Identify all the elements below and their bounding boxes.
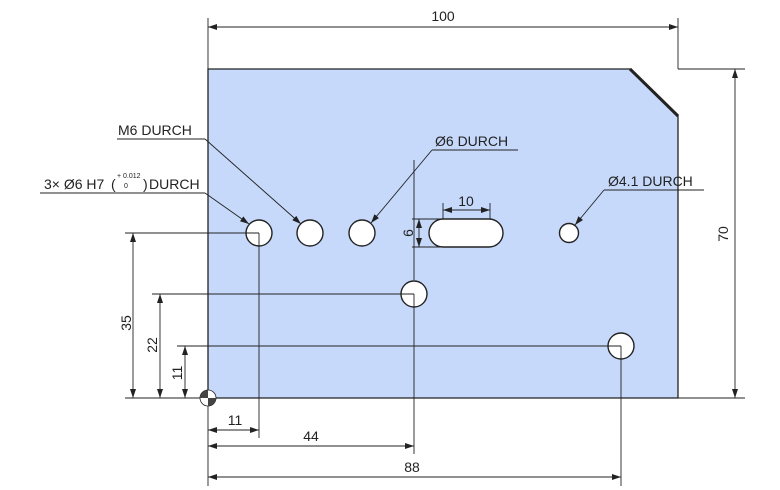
callout-dia41: Ø4.1 DURCH (608, 173, 693, 189)
paren-close: ) (143, 176, 148, 192)
dim-height: 70 (715, 226, 731, 242)
callout-h7: 3× Ø6 H7 ( + 0.012 0 ) DURCH (44, 173, 200, 192)
callout-dia6: Ø6 DURCH (435, 133, 508, 149)
dim-slot-width: 6 (400, 229, 416, 237)
slot (428, 218, 504, 248)
dim-y-22: 22 (144, 337, 160, 353)
dim-slot-length: 10 (458, 193, 474, 209)
callout-h7-tol-lower: 0 (124, 183, 128, 190)
callout-h7-suffix: DURCH (149, 176, 200, 192)
dim-x-88: 88 (404, 459, 420, 475)
dia6-hole (348, 219, 376, 247)
m6-hole (296, 219, 324, 247)
dim-y-35: 35 (118, 315, 134, 331)
origin-symbol (199, 389, 217, 407)
dia41-hole (558, 222, 580, 244)
callout-h7-tol-upper: + 0.012 (117, 173, 141, 180)
dim-x-11: 11 (228, 412, 243, 428)
chamfer-edge (628, 67, 680, 118)
dim-width: 100 (431, 8, 455, 24)
callout-m6: M6 DURCH (118, 122, 192, 138)
paren-open: ( (111, 176, 116, 192)
callout-h7-prefix: 3× Ø6 H7 (44, 176, 105, 192)
dim-x-44: 44 (303, 428, 319, 444)
dim-y-11: 11 (169, 366, 185, 381)
